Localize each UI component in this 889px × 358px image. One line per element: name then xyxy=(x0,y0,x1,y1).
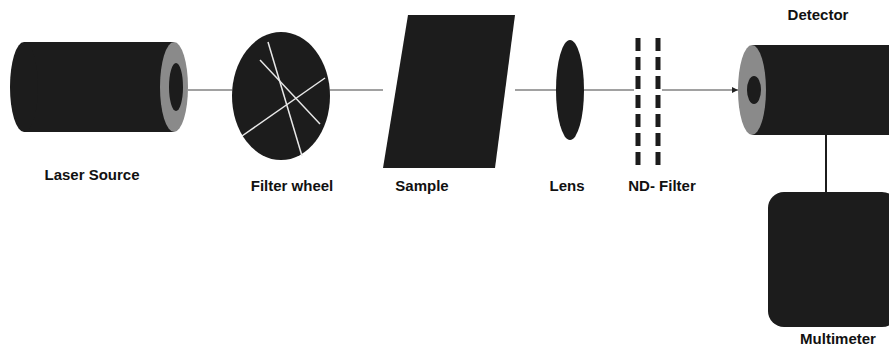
nd-plate xyxy=(636,38,641,165)
nd-filter-symbol xyxy=(634,38,662,165)
detector-body xyxy=(752,45,889,135)
laser-back xyxy=(10,42,38,132)
sample-shape xyxy=(383,15,515,168)
part-label: Filter wheel xyxy=(251,177,334,195)
detector-symbol xyxy=(738,45,889,135)
laser-beam xyxy=(515,89,556,90)
laser-beam xyxy=(330,89,383,90)
part-label: Lens xyxy=(549,177,584,195)
nd-plate xyxy=(656,38,661,165)
signal-wire xyxy=(825,135,827,192)
multimeter-symbol xyxy=(768,192,889,327)
wheel-spoke xyxy=(260,60,320,124)
part-label: Laser Source xyxy=(44,166,139,184)
laser-source: Laser Source xyxy=(10,42,188,132)
part-label: Detector xyxy=(788,6,849,24)
lens-symbol xyxy=(556,40,584,140)
meter-body xyxy=(768,192,889,327)
lens-shape xyxy=(556,40,584,140)
detector-face xyxy=(738,45,766,135)
nd-filter: ND- Filter xyxy=(634,38,662,165)
multimeter: Multimeter xyxy=(768,192,889,327)
laser-face xyxy=(160,42,188,132)
sample-plate: Sample xyxy=(383,15,515,168)
filter-wheel: Filter wheel xyxy=(232,32,330,160)
part-label: Sample xyxy=(395,177,448,195)
part-label: ND- Filter xyxy=(628,177,696,195)
part-label: Multimeter xyxy=(800,330,876,348)
laser-beam xyxy=(188,89,232,90)
laser-body xyxy=(24,42,174,132)
detector-aperture xyxy=(747,76,761,104)
filter-wheel-symbol xyxy=(232,32,330,160)
sample-plate-symbol xyxy=(383,15,515,168)
laser-beam xyxy=(662,89,738,90)
detector: Detector xyxy=(738,45,889,135)
laser-beam xyxy=(584,89,634,90)
laser-aperture xyxy=(169,63,183,111)
wheel-spoke xyxy=(242,78,325,136)
lens: Lens xyxy=(556,40,584,140)
wheel-disc xyxy=(232,32,330,160)
laser-source-symbol xyxy=(10,42,188,132)
